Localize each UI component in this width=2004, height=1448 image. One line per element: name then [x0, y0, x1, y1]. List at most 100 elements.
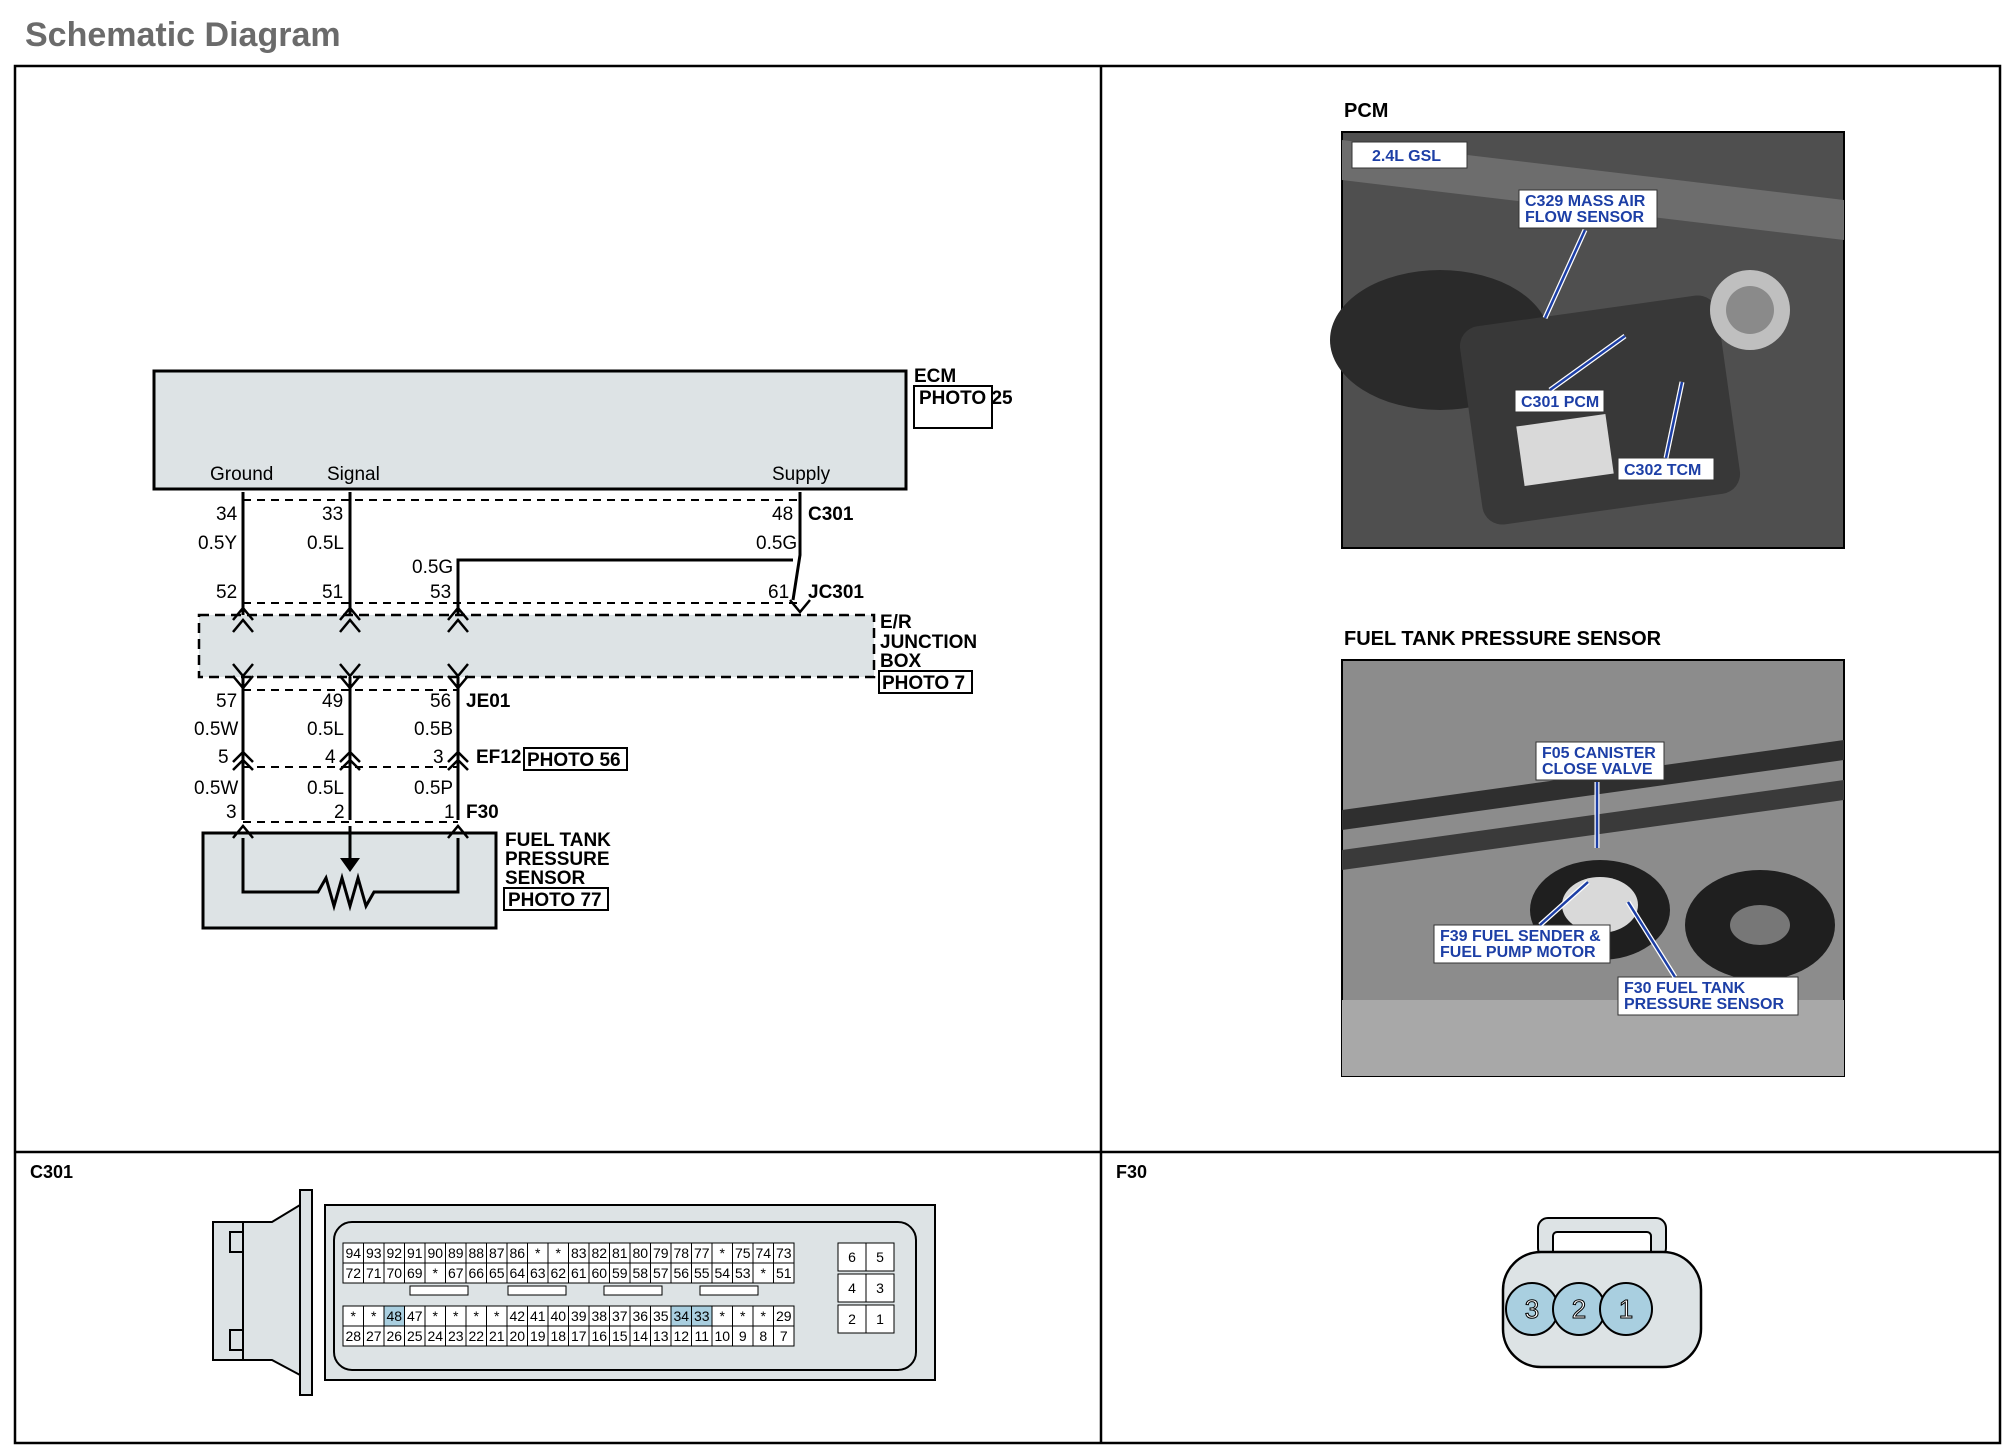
panel-frame — [13, 64, 2002, 1445]
c301-pin-number: 89 — [448, 1245, 464, 1261]
c301-pin-number: 27 — [366, 1328, 382, 1344]
c301-pin-number: 23 — [448, 1328, 464, 1344]
c301-pin-number: 34 — [673, 1308, 689, 1324]
svg-text:C329 MASS AIR: C329 MASS AIR — [1525, 193, 1646, 210]
f30-view-label: F30 — [1116, 1162, 1147, 1182]
c301-pin-number: * — [494, 1308, 500, 1324]
callout-arrow-c329 — [1542, 228, 1588, 320]
c301-side-pin-cell — [837, 1273, 867, 1303]
sensor-label-3: SENSOR — [505, 868, 586, 889]
callout-c301-pcm[interactable]: C301 PCM — [1514, 389, 1605, 413]
c301-pin-33: 33 — [322, 504, 343, 525]
c301-pin-number: 8 — [759, 1328, 767, 1344]
junction-box-label-1: E/R — [880, 612, 912, 633]
c301-pin-number: 83 — [571, 1245, 587, 1261]
f30-pin-1: 1 — [444, 802, 455, 823]
c301-pin-number: * — [453, 1308, 459, 1324]
c301-pin-number: 82 — [591, 1245, 607, 1261]
f30-pin-number: 2 — [1572, 1294, 1586, 1324]
c301-pin-number: 17 — [571, 1328, 587, 1344]
junction-box-photo-ref[interactable]: PHOTO 7 — [882, 673, 965, 694]
c301-pin-number: 40 — [550, 1308, 566, 1324]
callout-arrow-c301 — [1548, 333, 1627, 393]
callout-f05[interactable]: F05 CANISTER CLOSE VALVE — [1535, 741, 1665, 781]
c301-pin-number: 33 — [694, 1308, 710, 1324]
c301-pin-number: * — [761, 1265, 767, 1281]
pcm-photo-panel: PCM 2.4L GSL C329 MASS AIR FLOW SENSOR C… — [1330, 100, 1845, 549]
c301-pin-number: 57 — [653, 1265, 669, 1281]
c301-pin-cell — [773, 1325, 795, 1347]
callout-arrow-f30 — [1625, 900, 1678, 979]
callout-f39[interactable]: F39 FUEL SENDER & FUEL PUMP MOTOR — [1433, 924, 1611, 964]
c301-pin-number: 53 — [735, 1265, 751, 1281]
ecm-photo-ref[interactable]: PHOTO 25 — [919, 388, 1013, 409]
c301-side-pin-cell — [865, 1304, 895, 1334]
sensor-label-2: PRESSURE — [505, 849, 610, 870]
c301-pin-number: 93 — [366, 1245, 382, 1261]
c301-pin-number: 19 — [530, 1328, 546, 1344]
ecm-photo-box — [913, 385, 993, 429]
f30-pin-number: 3 — [1525, 1294, 1539, 1324]
c301-pin-number: 10 — [714, 1328, 730, 1344]
ecm-pin-supply: Supply — [772, 464, 831, 485]
c301-pin-number: 69 — [407, 1265, 423, 1281]
je01-wire-0-5w: 0.5W — [194, 719, 238, 740]
ef12-photo-box — [523, 747, 628, 771]
c301-pin-number: 15 — [612, 1328, 628, 1344]
svg-text:PRESSURE SENSOR: PRESSURE SENSOR — [1624, 996, 1784, 1013]
callout-c302-tcm[interactable]: C302 TCM — [1617, 457, 1715, 481]
c301-pin-number: 73 — [776, 1245, 792, 1261]
ef12-pin-4: 4 — [325, 747, 336, 768]
c301-pin-number: 74 — [755, 1245, 771, 1261]
c301-pin-number: 47 — [407, 1308, 423, 1324]
ef12-photo-ref[interactable]: PHOTO 56 — [527, 750, 621, 771]
wire-color-0-5g-left: 0.5G — [412, 557, 453, 578]
junction-box-label-2: JUNCTION — [880, 632, 977, 653]
ef12-pin-5: 5 — [218, 747, 229, 768]
c301-pin-number: 91 — [407, 1245, 423, 1261]
wire-supply-branch — [456, 558, 793, 600]
je01-pin-57: 57 — [216, 691, 237, 712]
c301-pin-number: * — [740, 1308, 746, 1324]
junction-arrows — [232, 599, 811, 690]
c301-pin-number: 56 — [673, 1265, 689, 1281]
c301-side-pin-number: 6 — [848, 1249, 856, 1265]
wire-color-0-5l-top: 0.5L — [307, 533, 344, 554]
c301-pin-number: 78 — [673, 1245, 689, 1261]
ef12-label: EF12 — [476, 747, 521, 768]
c301-side-pin-number: 4 — [848, 1280, 856, 1296]
ecm-pin-signal: Signal — [327, 464, 380, 485]
sensor-photo-ref[interactable]: PHOTO 77 — [508, 890, 602, 911]
c301-pin-number: 63 — [530, 1265, 546, 1281]
c301-pin-number: * — [371, 1308, 377, 1324]
c301-label: C301 — [808, 504, 854, 525]
callout-c329[interactable]: C329 MASS AIR FLOW SENSOR — [1518, 189, 1658, 229]
c301-side-pin-number: 3 — [876, 1280, 884, 1296]
wire-color-0-5g-right: 0.5G — [756, 533, 797, 554]
c301-pin-number: 71 — [366, 1265, 382, 1281]
c301-pin-number: 70 — [386, 1265, 402, 1281]
f30-pin-number: 1 — [1619, 1294, 1633, 1324]
jc301-pin-53: 53 — [430, 582, 451, 603]
callout-f30[interactable]: F30 FUEL TANK PRESSURE SENSOR — [1617, 976, 1799, 1016]
pcm-badge: 2.4L GSL — [1372, 148, 1441, 165]
c301-pin-number: 79 — [653, 1245, 669, 1261]
svg-text:FUEL PUMP MOTOR: FUEL PUMP MOTOR — [1440, 944, 1596, 961]
c301-pin-number: * — [535, 1245, 541, 1261]
c301-side-pin-cell — [837, 1242, 867, 1272]
c301-pin-number: 75 — [735, 1245, 751, 1261]
c301-pin-number: 62 — [550, 1265, 566, 1281]
callout-arrow-c302 — [1663, 381, 1685, 459]
c301-pin-number: 94 — [345, 1245, 361, 1261]
c301-pin-number: 54 — [714, 1265, 730, 1281]
c301-pin-number: 41 — [530, 1308, 546, 1324]
pcm-heading: PCM — [1344, 100, 1388, 122]
c301-pin-number: 16 — [591, 1328, 607, 1344]
c301-pin-34: 34 — [216, 504, 238, 525]
jc301-label: JC301 — [808, 582, 864, 603]
c301-pin-number: 13 — [653, 1328, 669, 1344]
c301-pin-number: 42 — [509, 1308, 525, 1324]
